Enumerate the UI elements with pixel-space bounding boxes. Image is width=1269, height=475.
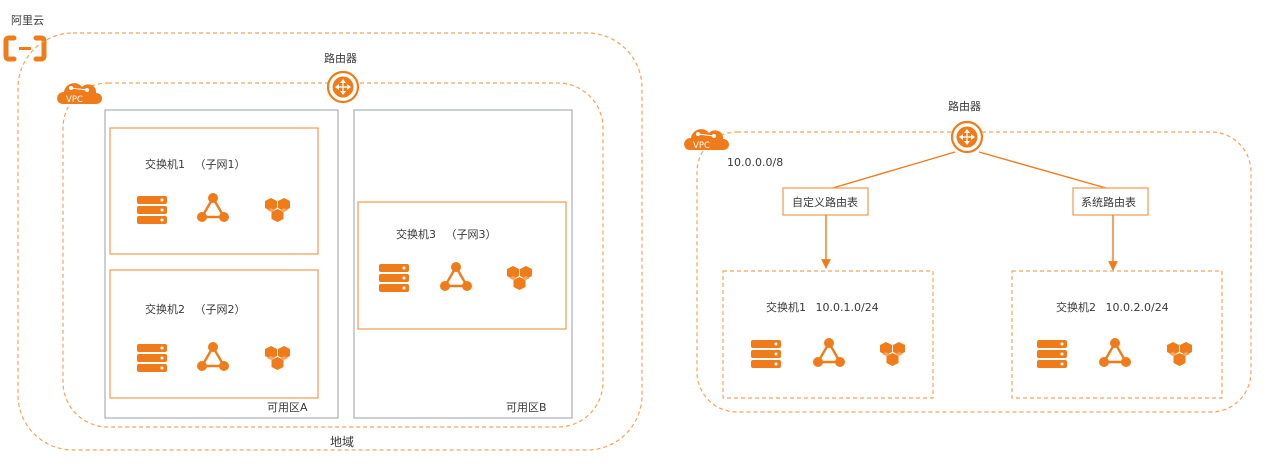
server-icon (137, 344, 167, 372)
switch-right-1-label: 交换机1 10.0.1.0/24 (766, 300, 879, 314)
vpc-cloud-icon: VPC (56, 82, 103, 105)
server-icon (379, 264, 409, 292)
hexagon-cluster-icon (880, 342, 905, 366)
hexagon-cluster-icon (1167, 342, 1192, 366)
vpc-badge-left: VPC (66, 95, 83, 105)
switch-2-label: 交换机2 （子网2） (145, 302, 246, 316)
vpc-cidr: 10.0.0.0/8 (727, 156, 783, 169)
switch-right-2-label: 交换机2 10.0.2.0/24 (1056, 300, 1169, 314)
network-nodes-icon (811, 336, 847, 369)
custom-route-table-box (782, 187, 869, 216)
network-nodes-icon (1097, 336, 1133, 369)
connector-router-custom (825, 151, 956, 191)
router-icon (950, 120, 984, 154)
zone-a-label: 可用区A (267, 401, 308, 414)
system-route-table-box (1072, 187, 1149, 216)
custom-route-table-label: 自定义路由表 (792, 195, 858, 209)
vpc-cloud-icon: VPC (683, 128, 730, 151)
switch-3-label: 交换机3 （子网3） (396, 227, 497, 241)
switch-box-2 (109, 269, 319, 399)
region-label: 地域 (330, 435, 354, 449)
router-icon (326, 70, 360, 104)
zone-a-box (104, 109, 339, 419)
aliyun-logo-icon: 阿里云 (3, 14, 47, 62)
switch-box-right-2 (1011, 270, 1223, 399)
zone-b-box (353, 109, 573, 419)
brand-name: 阿里云 (11, 14, 44, 27)
server-icon (137, 196, 167, 224)
server-icon (751, 340, 781, 368)
switch-box-right-1 (722, 270, 934, 399)
vpc-badge-right: VPC (693, 141, 710, 151)
switch-1-label: 交换机1 （子网1） (145, 157, 246, 171)
connector-router-system (978, 151, 1114, 191)
system-route-table-label: 系统路由表 (1081, 195, 1136, 209)
vpc-boundary-right (696, 131, 1252, 413)
zone-b-label: 可用区B (506, 401, 547, 414)
router-label-right: 路由器 (948, 99, 981, 113)
router-label-left: 路由器 (324, 51, 357, 65)
switch-box-1 (109, 127, 319, 255)
server-icon (1037, 340, 1067, 368)
